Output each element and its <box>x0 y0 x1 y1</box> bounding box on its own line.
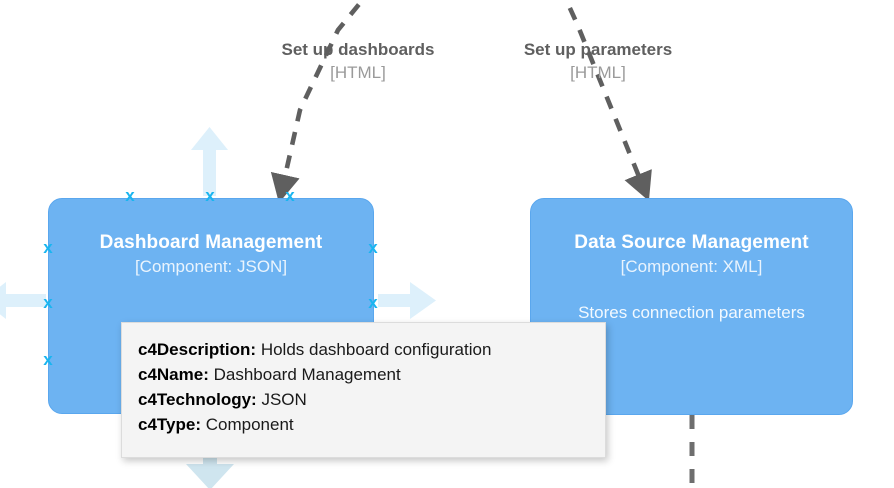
anchor-handle-top-center[interactable]: x <box>205 186 215 205</box>
anchor-handle-top-right[interactable]: x <box>285 186 295 205</box>
tooltip-value: Component <box>205 415 294 434</box>
arrow-right-icon[interactable] <box>378 282 436 319</box>
arrow-down-icon[interactable] <box>186 455 234 488</box>
tooltip-value: Holds dashboard configuration <box>260 340 492 359</box>
node-title: Dashboard Management <box>99 232 323 253</box>
tooltip-key: c4Description: <box>138 340 257 359</box>
edge-label-technology: [HTML] <box>330 63 386 82</box>
edge-label-text: Set up parameters <box>523 40 673 59</box>
anchor-handle-right-mid[interactable]: x <box>368 293 378 312</box>
node-tooltip: c4Description: Holds dashboard configura… <box>121 322 606 458</box>
node-title: Data Source Management <box>574 232 809 253</box>
edge-label-set-up-parameters[interactable]: Set up parameters [HTML] <box>500 38 696 84</box>
tooltip-key: c4Name: <box>138 365 209 384</box>
anchor-handle-right-upper[interactable]: x <box>368 238 378 257</box>
anchor-handle-top-left[interactable]: x <box>125 186 135 205</box>
tooltip-value: Dashboard Management <box>213 365 401 384</box>
anchor-handle-left-upper[interactable]: x <box>43 238 53 257</box>
anchor-handle-left-mid[interactable]: x <box>43 293 53 312</box>
edge-set-up-parameters <box>563 0 652 202</box>
node-description: Stores connection parameters <box>578 303 805 322</box>
edge-set-up-dashboards <box>270 0 366 203</box>
edge-label-text: Set up dashboards <box>281 40 435 59</box>
tooltip-row: c4Type: Component <box>138 412 589 437</box>
tooltip-row: c4Technology: JSON <box>138 387 589 412</box>
tooltip-key: c4Type: <box>138 415 201 434</box>
tooltip-key: c4Technology: <box>138 390 257 409</box>
edge-label-set-up-dashboards[interactable]: Set up dashboards [HTML] <box>258 38 458 84</box>
anchor-handle-left-lower[interactable]: x <box>43 350 53 369</box>
node-meta: [Component: JSON] <box>134 257 288 276</box>
node-data-source-management[interactable]: Data Source Management [Component: XML] … <box>530 198 853 415</box>
node-meta: [Component: XML] <box>620 257 763 276</box>
tooltip-value: JSON <box>261 390 307 409</box>
tooltip-row: c4Description: Holds dashboard configura… <box>138 337 589 362</box>
tooltip-row: c4Name: Dashboard Management <box>138 362 589 387</box>
edge-label-technology: [HTML] <box>570 63 626 82</box>
